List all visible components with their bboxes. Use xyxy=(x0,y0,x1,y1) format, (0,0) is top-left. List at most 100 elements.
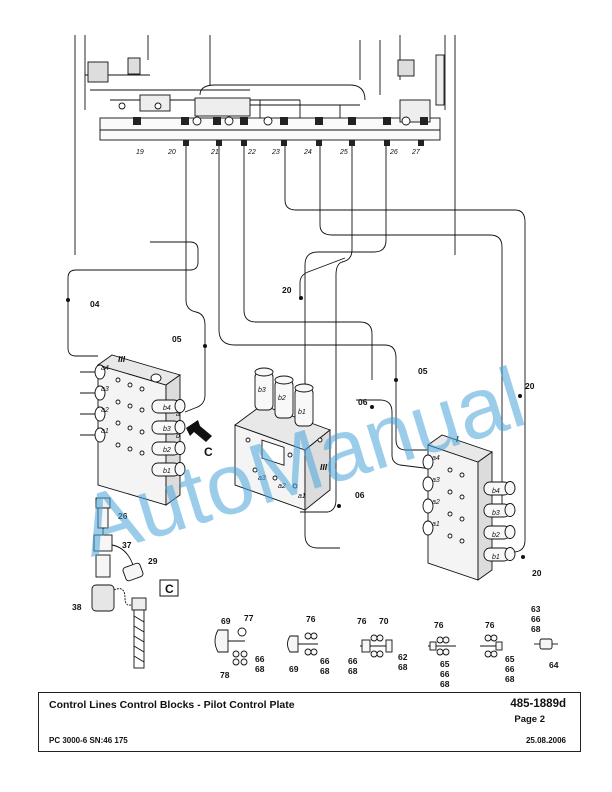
line-labels: 04 05 05 06 06 20 20 20 xyxy=(90,285,542,578)
line-label-20-bottom: 20 xyxy=(532,568,542,578)
line-label-20-right: 20 xyxy=(525,381,535,391)
block-right-port-a3: a3 xyxy=(432,477,440,484)
part-label-69: 69 xyxy=(289,664,299,674)
block-right-port-a2: a2 xyxy=(432,499,440,506)
control-block-left xyxy=(94,354,186,506)
block-left-port-a1: a1 xyxy=(101,428,109,435)
block-center-port-b3: b3 xyxy=(258,387,266,394)
part-label-66: 66 xyxy=(531,614,541,624)
block-left-port-a4: a4 xyxy=(101,365,109,372)
bottom-part-group-3: 76 70 66 68 62 68 xyxy=(348,616,408,676)
block-center-port-b2: b2 xyxy=(278,395,286,402)
part-label-66: 66 xyxy=(320,656,330,666)
part-label-68: 68 xyxy=(440,679,450,689)
block-left-port-b: b xyxy=(176,433,180,440)
port-label-19: 19 xyxy=(136,149,144,156)
port-label-22: 22 xyxy=(247,149,256,156)
block-center-roman: III xyxy=(320,462,328,472)
port-label-25: 25 xyxy=(339,149,348,156)
port-label-21: 21 xyxy=(210,149,219,156)
port-label-26: 26 xyxy=(389,149,398,156)
detail-c-fitting-labels: 26 37 29 38 C xyxy=(72,511,179,612)
pilot-control-plate xyxy=(74,35,456,255)
view-arrow-c: C xyxy=(186,420,213,459)
line-label-04: 04 xyxy=(90,299,100,309)
part-label-66: 66 xyxy=(348,656,358,666)
port-label-23: 23 xyxy=(271,149,280,156)
part-label-76: 76 xyxy=(306,614,316,624)
part-label-66: 66 xyxy=(440,669,450,679)
bottom-part-group-5: 76 65 66 68 xyxy=(480,620,515,684)
block-left-port-a3: a3 xyxy=(101,386,109,393)
part-label-65: 65 xyxy=(440,659,450,669)
line-label-dots xyxy=(66,296,525,559)
part-label-76: 76 xyxy=(485,620,495,630)
line-label-05-right: 05 xyxy=(418,366,428,376)
block-right-port-b1: b1 xyxy=(492,554,500,561)
part-label-69: 69 xyxy=(221,616,231,626)
block-right-port-b4: b4 xyxy=(492,488,500,495)
document-title: Control Lines Control Blocks - Pilot Con… xyxy=(49,699,295,711)
block-left-roman: III xyxy=(118,354,126,364)
block-center-port-b1: b1 xyxy=(298,409,306,416)
part-label-70: 70 xyxy=(379,616,389,626)
fitting-label-38: 38 xyxy=(72,602,82,612)
part-label-68: 68 xyxy=(320,666,330,676)
part-label-68: 68 xyxy=(348,666,358,676)
control-block-right-labels: I a4 a3 a2 a1 b4 b3 b2 b1 xyxy=(432,434,500,561)
fitting-label-26: 26 xyxy=(118,511,128,521)
bottom-part-group-1: 69 77 78 66 68 xyxy=(214,613,265,680)
block-right-port-b3: b3 xyxy=(492,510,500,517)
part-label-68: 68 xyxy=(255,664,265,674)
block-left-port-b4: b4 xyxy=(163,405,171,412)
detail-c-fittings xyxy=(91,497,147,669)
block-left-port-b2: b2 xyxy=(163,447,171,454)
fitting-label-29: 29 xyxy=(148,556,158,566)
manifold-port-labels: 19 20 21 22 23 24 25 26 27 xyxy=(136,149,421,156)
part-label-64: 64 xyxy=(549,660,559,670)
block-center-port-a1: a1 xyxy=(298,493,306,500)
part-label-62: 62 xyxy=(398,652,408,662)
part-label-76: 76 xyxy=(434,620,444,630)
detail-c-label: C xyxy=(165,582,174,596)
part-label-78: 78 xyxy=(220,670,230,680)
bottom-part-group-6: 63 66 68 64 xyxy=(531,604,559,670)
block-left-port-a2: a2 xyxy=(101,407,109,414)
block-left-port-b1: b1 xyxy=(163,468,171,475)
block-center-port-a2: a2 xyxy=(278,483,286,490)
part-label-68: 68 xyxy=(398,662,408,672)
port-label-27: 27 xyxy=(411,149,421,156)
port-label-20: 20 xyxy=(167,149,176,156)
control-block-center xyxy=(234,367,331,511)
part-label-76: 76 xyxy=(357,616,367,626)
block-right-roman: I xyxy=(456,434,459,444)
bottom-part-group-4: 76 65 66 68 xyxy=(428,620,456,689)
part-label-66: 66 xyxy=(505,664,515,674)
line-label-05-left: 05 xyxy=(172,334,182,344)
part-label-65: 65 xyxy=(505,654,515,664)
control-block-center-labels: b3 b2 b1 a3 a2 a1 III xyxy=(258,387,328,500)
part-label-68: 68 xyxy=(531,624,541,634)
document-number: 485-1889d xyxy=(510,698,566,710)
bottom-part-group-2: 76 69 66 68 xyxy=(287,614,330,676)
part-label-63: 63 xyxy=(531,604,541,614)
title-block: Control Lines Control Blocks - Pilot Con… xyxy=(38,692,581,752)
view-arrow-c-label: C xyxy=(204,445,213,459)
document-date: 25.08.2006 xyxy=(525,736,566,745)
block-left-port-a: a xyxy=(176,411,180,418)
block-center-port-a3: a3 xyxy=(258,475,266,482)
control-block-left-labels: III a4 a3 a2 a1 b4 b3 b2 b1 a b xyxy=(101,354,180,475)
line-label-06-bottom: 06 xyxy=(355,490,365,500)
block-right-port-a1: a1 xyxy=(432,521,440,528)
block-right-port-b2: b2 xyxy=(492,532,500,539)
machine-model: PC 3000-6 SN:46 175 xyxy=(49,736,128,745)
control-block-right xyxy=(422,434,516,581)
part-label-66: 66 xyxy=(255,654,265,664)
part-label-68: 68 xyxy=(505,674,515,684)
pilot-control-lines-drawing: 19 20 21 22 23 24 25 26 27 xyxy=(66,35,559,689)
line-label-06-top: 06 xyxy=(358,397,368,407)
fitting-label-37: 37 xyxy=(122,540,132,550)
detail-c-frame xyxy=(159,579,179,597)
block-left-port-b3: b3 xyxy=(163,426,171,433)
page-number: Page 2 xyxy=(514,714,545,725)
